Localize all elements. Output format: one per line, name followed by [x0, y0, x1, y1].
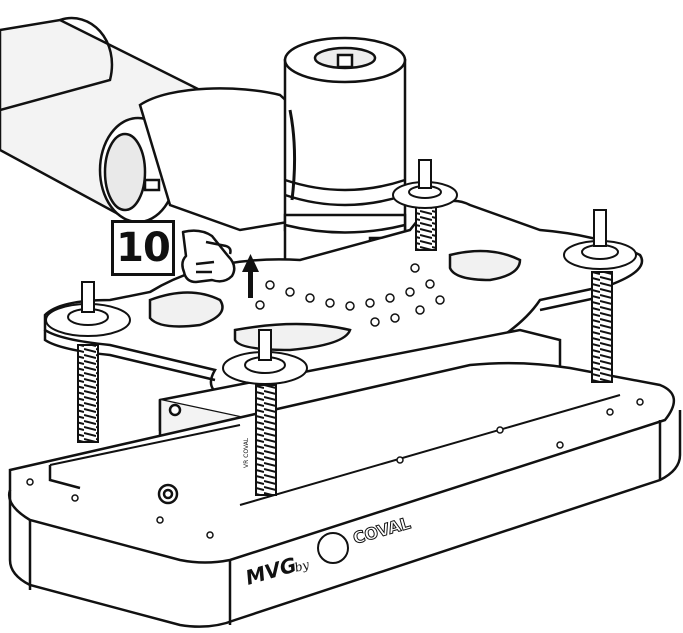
step-number-badge: 10 — [111, 220, 175, 276]
top-plate — [43, 199, 644, 402]
brand-product: MVG — [243, 552, 299, 589]
spring-standoffs — [77, 204, 613, 496]
module-side-label: VR COVAL — [243, 437, 250, 468]
top-washers — [45, 159, 637, 385]
base-housing — [7, 361, 682, 628]
brand-by: by — [293, 557, 311, 575]
arrow-up-icon — [242, 254, 259, 298]
step-number: 10 — [116, 225, 171, 271]
robot-wrist — [138, 36, 407, 232]
hand-pointer-icon — [181, 229, 236, 284]
brand-circle-icon — [317, 532, 349, 564]
